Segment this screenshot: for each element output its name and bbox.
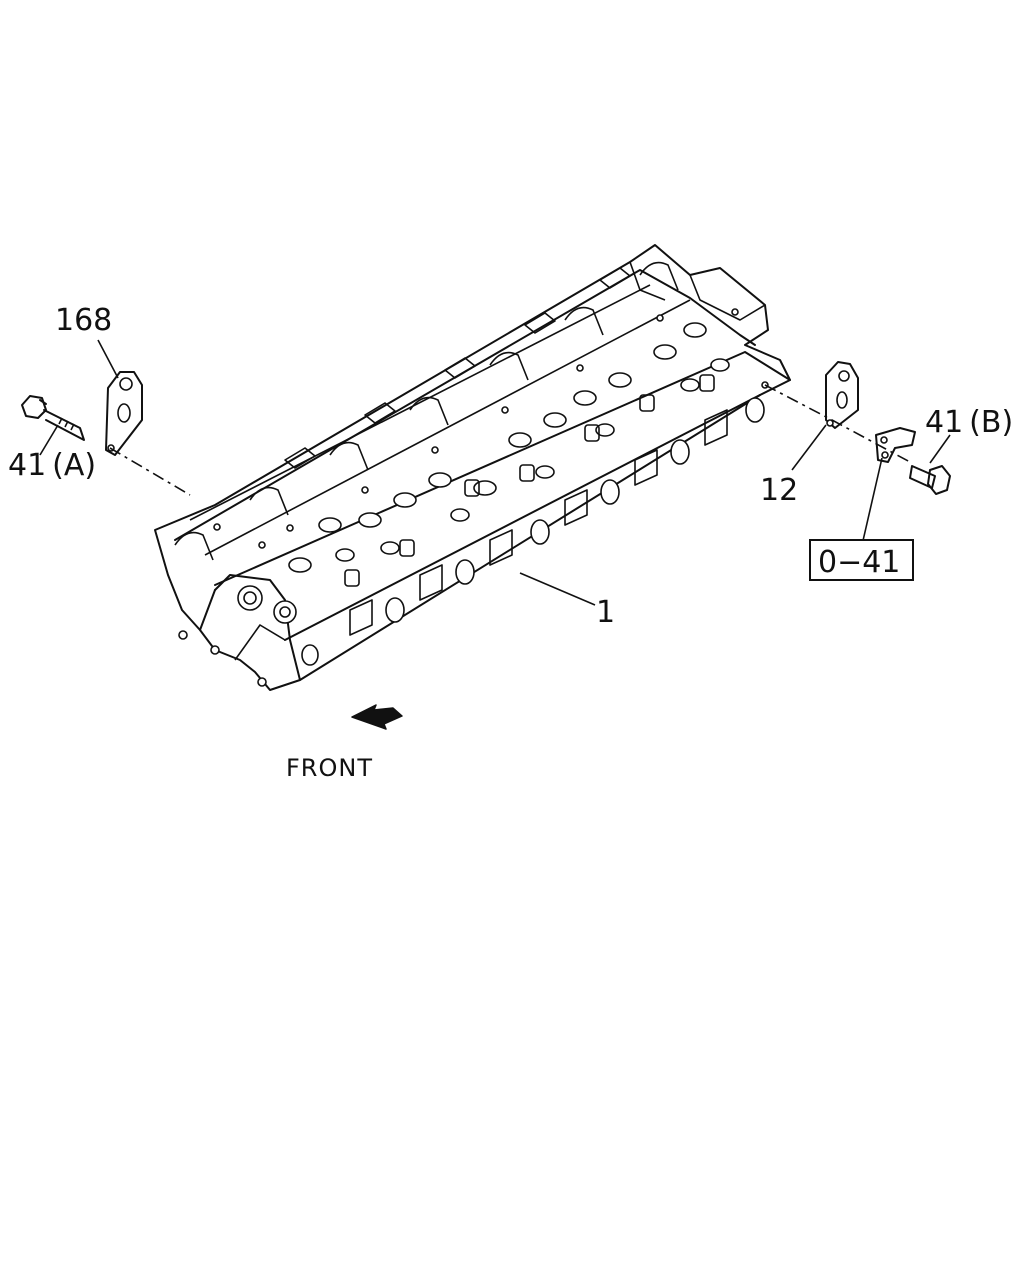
callout-168: 168 [55,303,112,338]
bolt-41b [909,465,951,495]
engine-hanger-12 [825,361,859,429]
reference-box-label: 0−41 [818,545,900,580]
callout-41b: 41 (B) [925,405,1013,440]
engine-hanger-168 [105,371,143,456]
callout-41a: 41 (A) [8,448,96,483]
bolt-41a [21,395,85,441]
front-label: FRONT [286,754,373,782]
small-bracket [875,427,916,463]
callout-1: 1 [596,595,615,630]
front-end-bores [178,585,297,687]
side-ports [301,397,765,666]
leader-lines [39,339,951,606]
assembly-line-left [109,447,191,496]
valve-bores [288,322,730,587]
deck-bolt-holes [213,308,769,549]
cam-saddles [174,261,679,561]
arrow-left-down-icon [351,704,403,730]
assembly-line-right [764,384,911,463]
callout-12: 12 [760,473,798,508]
cylinder-head [154,244,791,691]
reference-box-0-41[interactable]: 0−41 [809,539,914,581]
